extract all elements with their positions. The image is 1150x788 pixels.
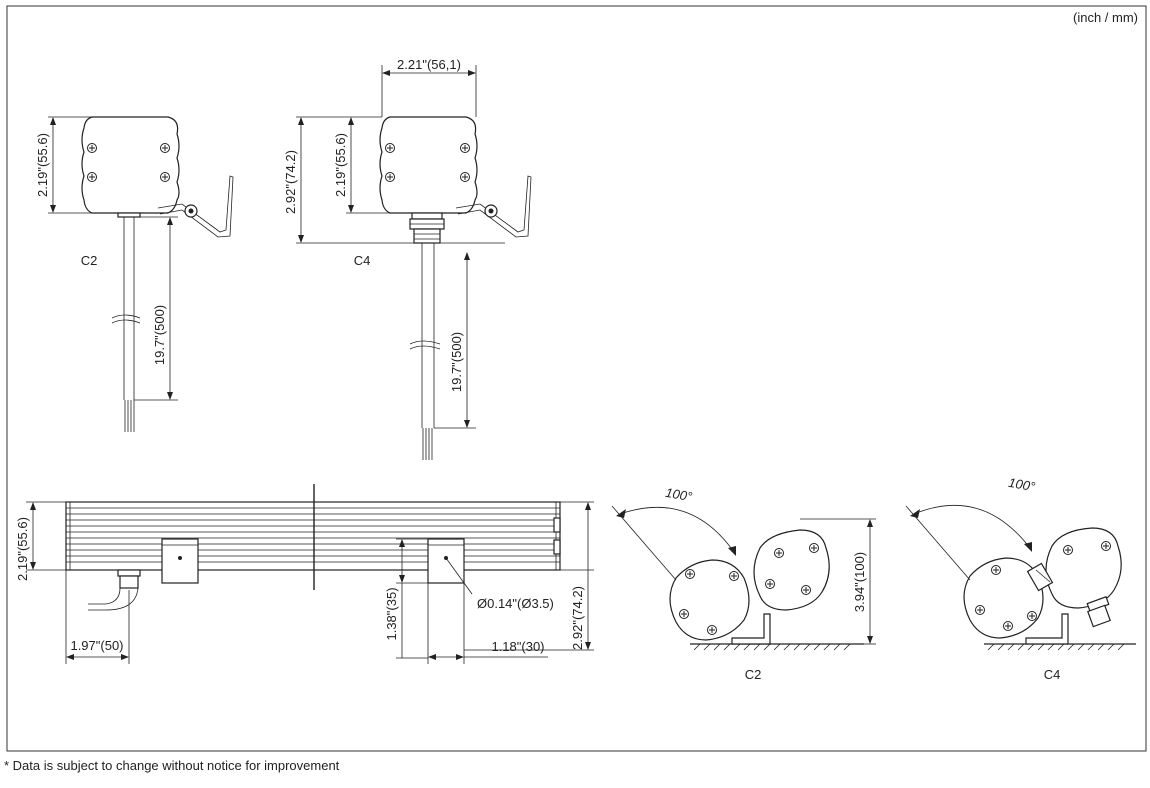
screw-icon (160, 143, 170, 153)
c2-tilt-angle: 100° (664, 485, 693, 504)
screw-icon (1101, 541, 1111, 551)
screw-icon (385, 172, 395, 182)
c2-tilt-tilted (669, 559, 750, 641)
side-connector-offset-dim: 1.97"(50) (70, 638, 123, 653)
side-total-height-dim: 2.92"(74.2) (570, 586, 585, 650)
side-connector-body (119, 575, 139, 589)
side-bracket-left (161, 538, 199, 584)
c4-front-label: C4 (354, 253, 371, 268)
screw-icon (460, 143, 470, 153)
side-bracket-height-dim: 1.38"(35) (384, 587, 399, 640)
c4-gland-cap (413, 228, 441, 244)
screw-icon (1003, 621, 1013, 631)
c4-front-view: 2.21"(56,1) 2.92"(74.2) 2.19"(55.6) 19.7… (283, 57, 532, 460)
c4-cable-dim: 19.7"(500) (449, 332, 464, 392)
c4-total-height-dim: 2.92"(74.2) (283, 150, 298, 214)
screw-icon (809, 543, 819, 553)
c4-housing (379, 116, 478, 214)
c4-tilt-upright (1045, 527, 1122, 609)
c2-tilt-label: C2 (745, 667, 762, 682)
angle-arc (913, 504, 1031, 549)
side-connector-nut (117, 569, 141, 577)
c2-cable-dim: 19.7"(500) (152, 305, 167, 365)
screw-icon (460, 172, 470, 182)
c4-tilt-base (1025, 613, 1069, 645)
c4-bracket (455, 175, 532, 238)
screw-icon (1027, 611, 1037, 621)
angle-ref-line (905, 505, 971, 581)
c2-front-view: 2.19"(55.6) 19.7"(500) C2 (35, 116, 234, 432)
screw-icon (991, 565, 1001, 575)
screw-icon (87, 143, 97, 153)
c4-tilt-angle: 100° (1007, 475, 1036, 494)
c2-bracket (157, 175, 234, 238)
drawing-frame (6, 5, 1147, 752)
side-cable-bend (88, 587, 139, 611)
footnote: * Data is subject to change without noti… (4, 758, 340, 773)
c2-tilt-height-dim: 3.94"(100) (852, 552, 867, 612)
c2-housing (81, 116, 180, 214)
screw-icon (729, 571, 739, 581)
c2-front-label: C2 (81, 253, 98, 268)
c4-height-dim: 2.19"(55.6) (333, 133, 348, 197)
c4-width-dim: 2.21"(56,1) (397, 57, 461, 72)
c4-tilt-connector (1026, 562, 1054, 592)
angle-arc (619, 506, 735, 553)
side-hole-dim: Ø0.14"(Ø3.5) (477, 596, 554, 611)
cable-gland (117, 212, 141, 218)
bracket-knob-center (488, 208, 494, 214)
c4-tilt-tilted (963, 557, 1044, 639)
side-bracket-right (427, 538, 465, 584)
c2-tilt-upright (753, 529, 830, 611)
screw-icon (774, 548, 784, 558)
screw-icon (160, 172, 170, 182)
screw-icon (1063, 545, 1073, 555)
angle-ref-line (611, 505, 677, 581)
side-view: 2.19"(55.6) 1.97"(50) 1.38"(35) Ø0.14"(Ø… (15, 484, 594, 664)
c4-tilt-label: C4 (1044, 667, 1061, 682)
heat-sink-fins (66, 502, 560, 570)
side-bracket-offset-dim: 1.18"(30) (491, 639, 544, 654)
side-height-dim: 2.19"(55.6) (15, 517, 30, 581)
screw-icon (707, 625, 717, 635)
cable-break (409, 340, 441, 350)
c2-height-dim: 2.19"(55.6) (35, 133, 50, 197)
hole-leader (445, 557, 473, 595)
screw-icon (679, 609, 689, 619)
screw-icon (685, 569, 695, 579)
screw-icon (801, 585, 811, 595)
screw-icon (975, 605, 985, 615)
c2-tilt-view: 100° 3.94"(100) C2 (611, 485, 876, 682)
c2-tilt-base (731, 613, 771, 645)
screw-icon (87, 172, 97, 182)
c4-gland-nut (411, 212, 443, 220)
screw-icon (385, 143, 395, 153)
fixture-side-body (65, 501, 561, 571)
c4-tilt-view: 100° C4 (905, 475, 1136, 682)
cable-break (111, 314, 141, 324)
bracket-knob-center (188, 208, 194, 214)
screw-icon (765, 579, 775, 589)
units-label: (inch / mm) (1073, 10, 1138, 25)
